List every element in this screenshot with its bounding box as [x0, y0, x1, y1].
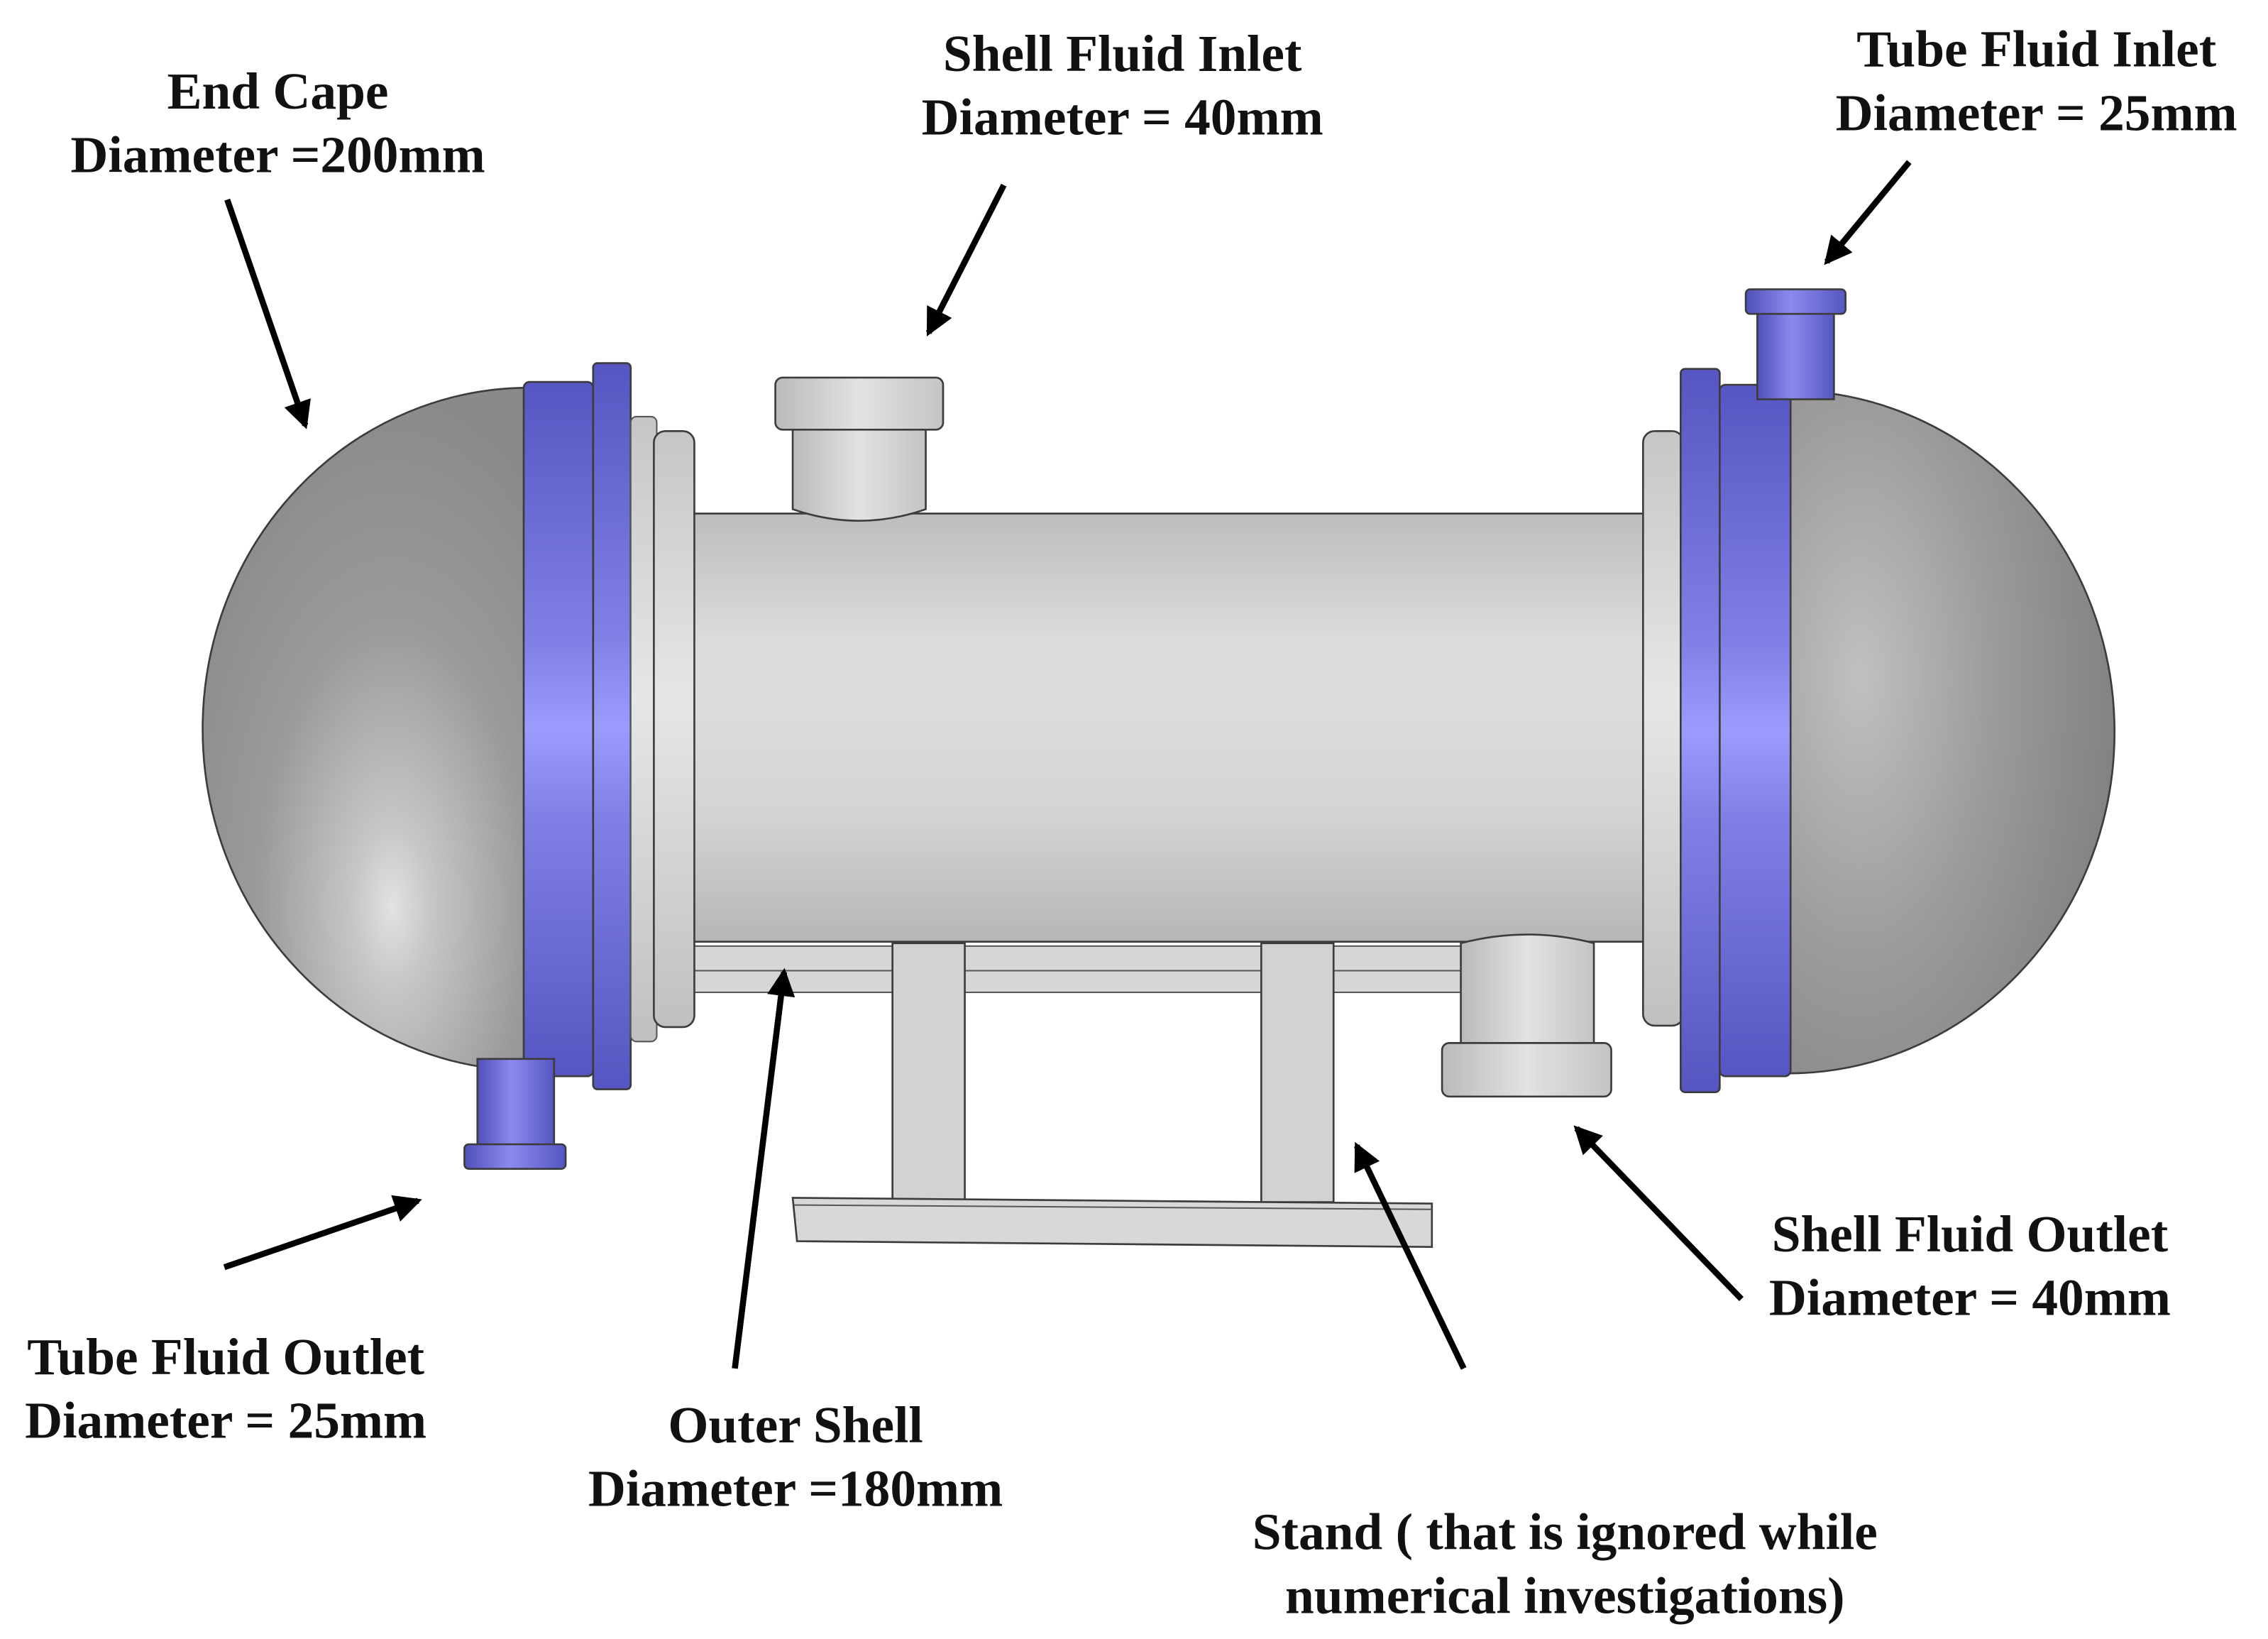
label-tube-inlet: Tube Fluid Inlet Diameter = 25mm: [1836, 21, 2237, 142]
label-outer-shell-title: Outer Shell: [668, 1396, 923, 1454]
arrow-shell-outlet: [1573, 1125, 1744, 1302]
outer-shell: [687, 512, 1650, 943]
shell-outlet-flange: [1441, 1042, 1612, 1098]
arrow-tube-outlet: [223, 1195, 422, 1271]
left-flange-inner: [592, 362, 632, 1090]
label-end-cap-diameter: Diameter =200mm: [70, 126, 485, 184]
label-end-cap: End Cape Diameter =200mm: [70, 62, 485, 184]
label-shell-inlet-diameter: Diameter = 40mm: [922, 89, 1323, 146]
arrows: [223, 160, 1912, 1370]
label-outer-shell: Outer Shell Diameter =180mm: [588, 1396, 1003, 1518]
label-tube-inlet-diameter: Diameter = 25mm: [1836, 84, 2237, 141]
tube-fluid-outlet-nozzle: [463, 1058, 567, 1170]
label-stand: Stand ( that is ignored while numerical …: [1253, 1503, 1878, 1625]
left-end-cap: [202, 362, 695, 1090]
shell-outlet-pipe: [1460, 933, 1595, 1051]
tube-inlet-flange: [1744, 288, 1846, 315]
right-flange-outer: [1719, 383, 1792, 1078]
arrow-tube-inlet: [1824, 160, 1912, 265]
tube-inlet-pipe: [1756, 308, 1835, 400]
left-ring-thin: [629, 415, 658, 1043]
stand-base-edge: [794, 1204, 1432, 1210]
tube-fluid-inlet-nozzle: [1744, 288, 1846, 400]
arrow-stand: [1353, 1141, 1467, 1370]
label-shell-outlet-title: Shell Fluid Outlet: [1772, 1205, 2169, 1263]
shell-inlet-flange: [774, 376, 945, 431]
tube-outlet-flange: [463, 1143, 567, 1170]
arrow-outer-shell: [732, 967, 796, 1369]
shell-fluid-inlet-nozzle: [774, 376, 945, 522]
shell-inlet-pipe: [791, 424, 927, 522]
label-stand-line1: Stand ( that is ignored while: [1253, 1503, 1878, 1561]
stand-leg-left: [891, 942, 966, 1203]
right-ring: [1642, 429, 1685, 1027]
label-shell-outlet-diameter: Diameter = 40mm: [1769, 1268, 2171, 1326]
right-end-cap: [1642, 368, 2115, 1093]
label-outer-shell-diameter: Diameter =180mm: [588, 1460, 1003, 1518]
label-shell-inlet: Shell Fluid Inlet Diameter = 40mm: [922, 25, 1323, 146]
right-flange-inner: [1680, 368, 1721, 1093]
label-end-cap-title: End Cape: [167, 62, 389, 120]
stand: [690, 942, 1473, 1249]
left-flange-outer: [522, 380, 595, 1078]
stand-leg-right: [1260, 942, 1335, 1203]
label-tube-inlet-title: Tube Fluid Inlet: [1856, 21, 2216, 78]
left-ring: [653, 429, 695, 1029]
arrow-end-cap: [224, 198, 311, 429]
arrow-shell-inlet: [925, 183, 1007, 336]
label-shell-outlet: Shell Fluid Outlet Diameter = 40mm: [1769, 1205, 2171, 1327]
label-shell-inlet-title: Shell Fluid Inlet: [943, 25, 1302, 82]
stand-base: [791, 1197, 1433, 1249]
left-dome: [202, 386, 531, 1072]
label-stand-line2: numerical investigations): [1285, 1567, 1845, 1624]
stand-rail: [690, 945, 1473, 994]
right-dome: [1786, 389, 2115, 1075]
label-tube-outlet: Tube Fluid Outlet Diameter = 25mm: [25, 1328, 426, 1449]
tube-outlet-pipe: [476, 1058, 556, 1150]
shell-fluid-outlet-nozzle: [1441, 933, 1612, 1098]
label-tube-outlet-diameter: Diameter = 25mm: [25, 1392, 426, 1449]
label-tube-outlet-title: Tube Fluid Outlet: [27, 1328, 424, 1386]
